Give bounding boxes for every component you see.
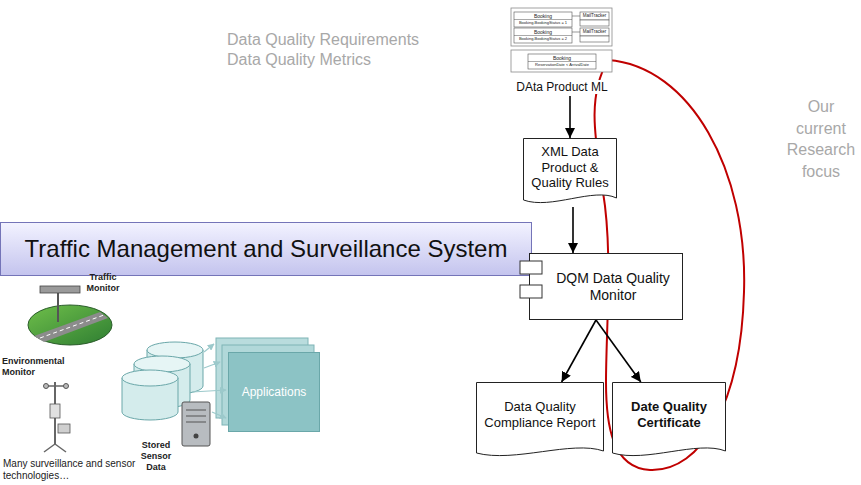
node-text: Applications (242, 385, 307, 399)
node-text: Date Quality Certificate (616, 399, 722, 430)
document-box: Data Quality Compliance Report (476, 382, 604, 460)
road (34, 312, 108, 342)
server-slot (186, 410, 206, 411)
system-band: Traffic Management and Surveillance Syst… (0, 222, 532, 276)
server-light (194, 434, 199, 439)
device-label: Traffic Monitor (80, 272, 126, 294)
class-rule: ReservationDate < ArrivalDate (528, 63, 596, 68)
database-top (134, 356, 190, 372)
device-label: Environmental Monitor (2, 356, 74, 378)
note-text: Data Quality Requirements (227, 30, 477, 49)
data-feed-arrow (204, 362, 220, 368)
database-top (147, 342, 203, 358)
flow-arrow (596, 320, 641, 382)
document-outline (477, 383, 604, 456)
class-box (580, 28, 609, 36)
server-slot (186, 416, 206, 417)
class-name: MailTracker (580, 13, 609, 18)
node-text: XML Data Product & Quality Rules (527, 144, 613, 191)
data-feed-arrow (192, 390, 226, 392)
flow-arrow (569, 96, 571, 138)
class-name: MailTracker (580, 29, 609, 34)
class-box (580, 20, 609, 26)
caption-note: Many surveillance and sensor technologie… (3, 458, 143, 482)
class-box (580, 12, 609, 20)
application-window: Applications (228, 352, 320, 432)
flow-arrow (562, 320, 596, 382)
class-box (514, 28, 572, 43)
process-box: DQM Data Quality Monitor (529, 253, 683, 320)
traffic-sensor (40, 286, 80, 293)
data-feed-arrow (212, 412, 226, 418)
association-line (572, 16, 580, 17)
association-line (572, 32, 580, 33)
note-text: Data Quality Metrics (227, 50, 477, 69)
storage-label: Stored Sensor Data (132, 440, 180, 472)
road-marking (40, 315, 104, 338)
class-box (514, 12, 572, 27)
mast-leg (44, 444, 55, 452)
class-name: Booking (528, 55, 596, 61)
document-box: XML Data Product & Quality Rules (523, 138, 617, 207)
document-outline (524, 139, 617, 203)
focus-note: Our current Research focus (784, 96, 858, 182)
server-slot (186, 422, 206, 423)
node-text: DQM Data Quality Monitor (548, 270, 678, 304)
traffic-monitor-ground (28, 305, 112, 345)
anemometer-cup (44, 384, 49, 389)
interface-port (520, 261, 542, 274)
class-box (528, 54, 596, 69)
monitor-pole (57, 292, 59, 322)
interface-port (520, 285, 542, 298)
logger-box (58, 424, 70, 433)
database-top (122, 370, 178, 386)
thumbnail-frame (511, 50, 612, 72)
thumbnail-frame (511, 8, 612, 46)
node-text: Data Quality Compliance Report (480, 399, 600, 430)
class-box (580, 36, 609, 42)
document-outline (613, 383, 726, 456)
document-box: Date Quality Certificate (612, 382, 726, 460)
anemometer-cup (64, 384, 69, 389)
flow-arrow (572, 207, 574, 253)
class-name: Booking (514, 13, 572, 19)
sensor-housing (50, 404, 60, 418)
mast-leg (55, 444, 66, 452)
data-feed-arrow (204, 344, 214, 352)
class-rule: Booking.BookingStatus = 1 (514, 21, 572, 26)
class-rule: Booking.BookingStatus = 2 (514, 37, 572, 42)
server-case (182, 402, 210, 446)
server-icon (182, 402, 210, 446)
caption-text: DAta Product ML (514, 80, 609, 94)
node-text: Traffic Management and Surveillance Syst… (25, 235, 508, 264)
class-name: Booking (514, 29, 572, 35)
